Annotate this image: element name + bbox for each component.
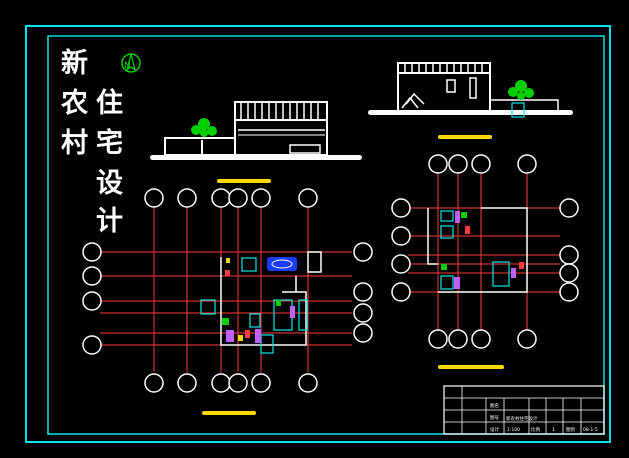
svg-text:设计: 设计 <box>490 426 499 433</box>
outer-frame <box>25 25 611 443</box>
svg-text:新农村住宅设计: 新农村住宅设计 <box>506 415 538 422</box>
svg-text:比例: 比例 <box>531 426 540 433</box>
title-underline <box>202 411 256 415</box>
title-char-ji: 计 <box>96 206 123 237</box>
right-floor-plan <box>391 154 579 369</box>
svg-text:图别: 图别 <box>566 426 575 433</box>
title-underline <box>217 179 271 183</box>
svg-text:图名: 图名 <box>490 402 499 409</box>
svg-text:1:100: 1:100 <box>507 427 520 433</box>
tree-icon <box>508 80 534 100</box>
left-elevation <box>150 101 362 183</box>
inner-border <box>47 35 605 435</box>
svg-text:08-1-5: 08-1-5 <box>583 427 598 433</box>
svg-text:图号: 图号 <box>490 415 499 421</box>
title-char-nong: 农 <box>61 88 88 119</box>
svg-text:1: 1 <box>552 427 555 433</box>
tree-icon <box>191 118 217 137</box>
north-label: N <box>124 61 131 71</box>
right-elevation <box>368 62 573 139</box>
title-char-xin: 新 <box>61 48 88 79</box>
car-icon <box>267 257 297 271</box>
left-floor-plan <box>82 188 373 415</box>
north-arrow-icon: N <box>121 53 141 73</box>
title-underline <box>438 135 492 139</box>
title-char-zhu: 住 <box>96 88 123 119</box>
title-char-she: 设 <box>96 168 123 199</box>
title-char-cun: 村 <box>61 128 88 159</box>
title-underline <box>438 365 504 369</box>
title-char-zhai: 宅 <box>96 128 123 159</box>
title-block: 图名 图号 设计 新农村住宅设计 1:100 比例 1 图别 08-1-5 <box>443 385 605 435</box>
